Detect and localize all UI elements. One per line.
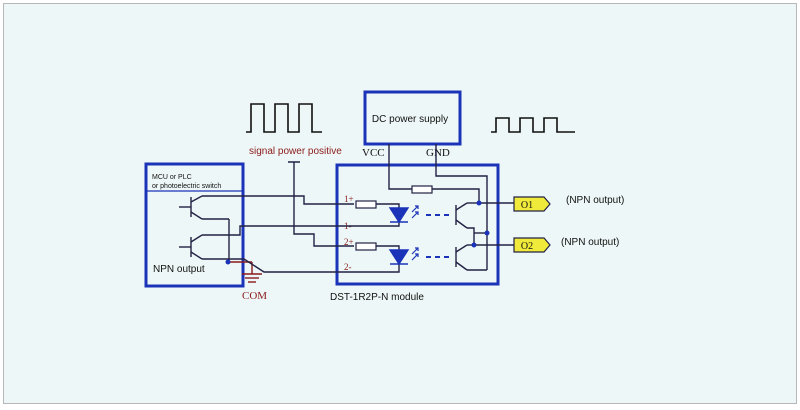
module-name-label: DST-1R2P-N module [330, 292, 424, 303]
controller-box [144, 162, 245, 288]
pin-2-plus-label: 2+ [344, 237, 354, 247]
power-wiring [388, 144, 488, 270]
phototransistor-1 [455, 202, 479, 233]
external-wiring [228, 195, 354, 273]
light-emission-arrows [411, 205, 419, 261]
dc-power-supply-box [363, 90, 462, 146]
com-ground-symbol [228, 261, 262, 283]
circuit-diagram: DC power supply VCC GND signal power pos… [3, 3, 797, 404]
com-junction-dot [225, 259, 231, 265]
controller-npn-output-label: NPN output [153, 264, 205, 275]
output-tag-o1: O1 [513, 196, 551, 212]
vcc-label: VCC [362, 147, 385, 159]
input-square-wave [246, 103, 322, 133]
controller-transistor-1 [179, 195, 234, 220]
dc-power-supply-label: DC power supply [372, 114, 448, 125]
output-1-type-label: (NPN output) [566, 195, 624, 206]
pin-1-plus-label: 1+ [344, 194, 354, 204]
output-2-junction [471, 242, 477, 248]
optocoupler-led-2 [388, 249, 410, 266]
optical-coupling-dashes [426, 214, 452, 258]
vcc-resistor [411, 185, 433, 194]
input-resistor-2 [355, 242, 377, 251]
output-2-type-label: (NPN output) [561, 237, 619, 248]
module-box [335, 163, 500, 286]
controller-label-line2: or photoelectric switch [152, 183, 221, 190]
controller-label-line1: MCU or PLC [152, 174, 192, 181]
gnd-junction [484, 230, 490, 236]
output-tag-o1-label: O1 [521, 200, 533, 211]
phototransistor-2 [455, 244, 487, 271]
controller-transistor-2 [179, 234, 234, 260]
signal-power-positive-label: signal power positive [249, 146, 342, 157]
output-tag-o2: O2 [513, 237, 551, 253]
output-wiring [473, 202, 514, 246]
output-1-junction [476, 200, 482, 206]
gnd-label: GND [426, 147, 450, 159]
optocoupler-led-1 [388, 207, 410, 224]
input-resistor-1 [355, 200, 377, 209]
com-label: COM [242, 290, 267, 302]
output-tag-o2-label: O2 [521, 241, 533, 252]
internal-input-wiring [354, 203, 400, 273]
wiring-schematic: DC power supply VCC GND signal power pos… [144, 90, 624, 303]
pin-2-minus-label: 2- [344, 262, 352, 272]
output-square-wave [491, 117, 575, 133]
signal-power-terminal [288, 161, 300, 198]
